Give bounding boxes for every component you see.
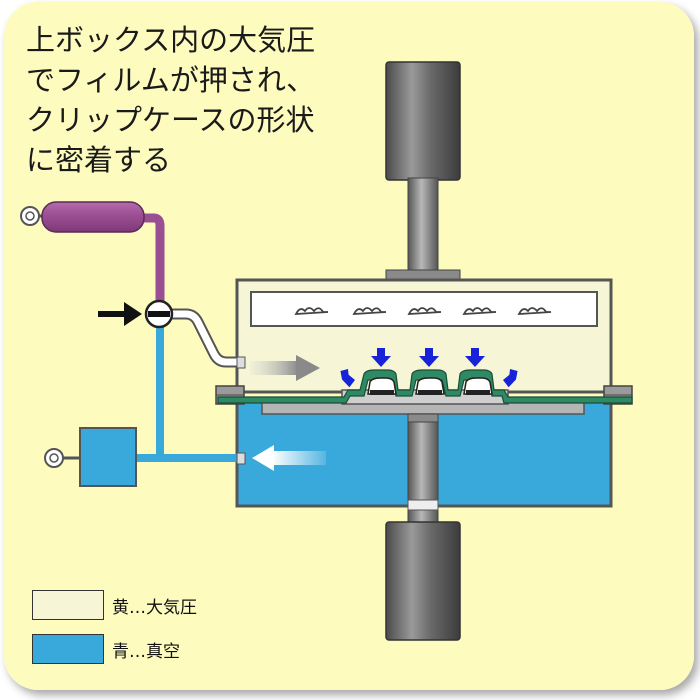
air-inflow-arrow [250,355,320,381]
vacuum-outflow-arrow [252,445,326,471]
legend-swatch-vacuum [32,634,104,664]
legend-item-vacuum: 青…真空 [32,632,180,666]
caption-line-4: に密着する [26,143,172,177]
upper-cylinder [385,61,461,181]
air-tank [20,201,145,233]
valve-icon [144,299,174,329]
lower-shaft-seal [407,499,439,511]
pressure-arrows-side [340,368,518,388]
caption-line-3: クリップケースの形状 [26,103,315,137]
forming-film [217,369,633,404]
clip-case-bases [370,390,490,395]
caption: 上ボックス内の大気圧 でフィルムが押され、 クリップケースの形状 に密着する [26,20,315,180]
upper-shaft [407,177,439,275]
caption-line-2: でフィルムが押され、 [26,63,316,97]
legend-label-vacuum: 青…真空 [112,641,180,662]
right-arrow-icon [98,302,142,326]
vacuum-pump [44,427,137,487]
vacuum-forming-diagram [4,2,694,690]
legend-item-atmosphere: 黄…大気圧 [32,588,197,622]
legend-swatch-atmosphere [32,590,104,620]
upper-box-pipe [170,310,244,366]
lower-shaft [407,419,439,533]
heater-elements [294,307,552,315]
table-flange [407,413,439,423]
diagram-card: 上ボックス内の大気圧 でフィルムが押され、 クリップケースの形状 に密着する 黄… [4,2,694,690]
pressure-arrows-down [371,348,485,367]
upper-box-port [236,356,246,369]
lower-box-port [236,452,246,465]
legend-label-atmosphere: 黄…大気圧 [112,597,197,618]
caption-line-1: 上ボックス内の大気圧 [26,23,316,57]
lower-cylinder [385,521,461,641]
tank-pipe [142,213,165,302]
